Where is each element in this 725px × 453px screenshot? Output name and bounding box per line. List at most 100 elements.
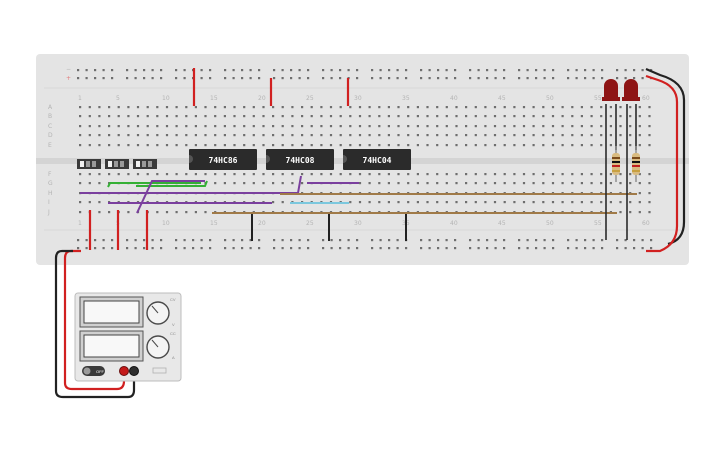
breadboard-hole [98,144,101,147]
breadboard-hole [600,144,603,147]
breadboard-hole [601,77,604,80]
breadboard-hole [262,106,265,109]
current-dial[interactable] [146,335,170,359]
breadboard-hole [532,134,535,137]
breadboard-hole [575,247,578,250]
breadboard-hole [575,69,578,72]
resistor-1[interactable] [612,146,620,182]
rail-bridge-red-wire[interactable] [645,74,679,253]
power-switch[interactable]: OFF [82,366,105,376]
breadboard-hole [185,211,188,214]
negative-terminal[interactable] [129,366,139,376]
breadboard-hole [420,77,423,80]
ic-74hc04[interactable]: 74HC04 [343,149,411,170]
row-label-f: F [48,171,52,178]
breadboard-hole [252,125,255,128]
psu-positive-lead[interactable] [63,249,126,391]
breadboard-hole [454,69,457,72]
led-1[interactable] [602,79,620,101]
breadboard-hole [493,182,497,185]
breadboard-hole [339,125,342,128]
breadboard-hole [571,106,574,109]
breadboard-hole [143,247,146,250]
breadboard-hole [243,173,246,176]
breadboard-hole [455,201,458,204]
row-label-c: C [48,123,52,130]
breadboard-hole [185,115,188,118]
breadboard-hole [175,211,178,214]
resistor-2[interactable] [632,146,640,182]
breadboard-hole [209,69,212,72]
breadboard-hole [551,144,555,147]
ic-74hc08[interactable]: 74HC08 [266,149,334,170]
breadboard-hole [436,182,439,185]
breadboard-hole [493,173,497,176]
breadboard-hole [252,134,255,137]
ic-74hc86[interactable]: 74HC86 [189,149,257,170]
dip-switch-2[interactable] [105,159,129,169]
dip-switch-1[interactable] [77,159,101,169]
breadboard-hole [175,69,178,72]
positive-terminal[interactable] [119,366,129,376]
breadboard-hole [590,115,593,118]
breadboard-hole [584,69,587,72]
breadboard-hole [571,125,574,128]
breadboard-hole [426,134,429,137]
breadboard-hole [146,144,149,147]
wire-green[interactable] [136,180,208,187]
breadboard-hole [249,69,252,72]
col-num-40: 40 [450,95,458,102]
breadboard-hole [619,106,622,109]
breadboard-hole [98,134,101,137]
breadboard-hole [513,182,516,185]
breadboard-hole [252,182,255,185]
breadboard-hole [175,115,178,118]
breadboard-hole [146,173,149,176]
breadboard-hole [98,182,101,185]
breadboard-hole [209,77,212,80]
breadboard-hole [484,134,487,137]
breadboard-hole [428,69,431,72]
breadboard-hole [307,239,310,242]
breadboard-hole [378,106,381,109]
breadboard-hole [526,77,529,80]
breadboard-hole [371,239,374,242]
breadboard-hole [477,69,480,72]
breadboard-hole [358,106,362,109]
breadboard-hole [416,144,419,147]
breadboard-hole [358,144,362,147]
breadboard-hole [407,125,410,128]
breadboard-hole [298,247,301,250]
col-num-5: 5 [116,95,120,102]
voltage-dial[interactable] [146,301,170,325]
breadboard-hole [532,125,535,128]
breadboard-hole [281,201,284,204]
breadboard-hole [291,173,294,176]
breadboard-hole [79,201,82,204]
breadboard-hole [465,125,468,128]
breadboard-hole [503,69,506,72]
dip-switch-3[interactable] [133,159,157,169]
breadboard-hole [619,125,622,128]
breadboard-hole [281,173,284,176]
breadboard-hole [388,69,391,72]
psu-negative-lead[interactable] [54,249,136,399]
led-2[interactable] [622,79,640,101]
rail-plus-label: + [66,75,71,82]
breadboard-hole [388,77,391,80]
breadboard-hole [160,247,163,250]
breadboard-hole [455,182,458,185]
breadboard-hole [445,106,448,109]
breadboard-hole [85,69,88,72]
breadboard-hole [272,144,275,147]
breadboard-hole [580,144,583,147]
wire-green[interactable] [107,182,201,188]
breadboard-hole [561,106,564,109]
breadboard-hole [592,69,595,72]
breadboard-hole [378,115,381,118]
rail-bridge-black-wire[interactable] [645,67,686,246]
breadboard-hole [641,239,644,242]
breadboard-hole [209,247,212,250]
breadboard-hole [127,173,130,176]
breadboard-hole [407,201,410,204]
